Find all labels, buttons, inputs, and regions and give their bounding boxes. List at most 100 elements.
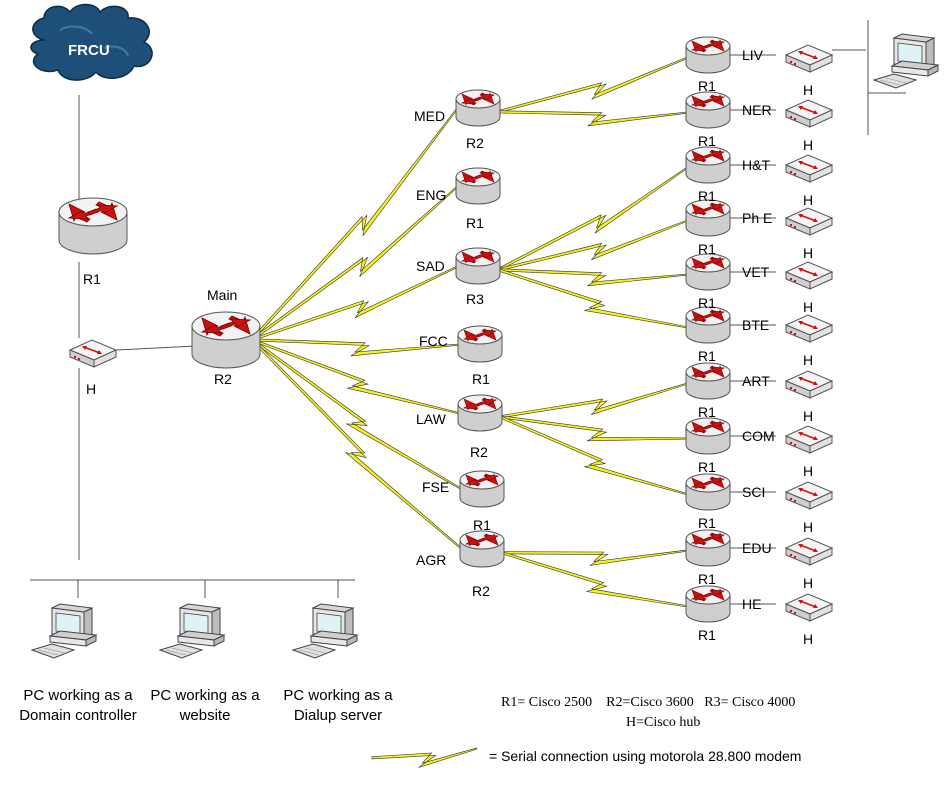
branch-hub-model: H [803, 631, 813, 647]
branch-hub-model: H [803, 352, 813, 368]
branch-hub-icon [785, 44, 833, 73]
core-hub-icon [69, 339, 117, 368]
site-model: R2 [466, 135, 484, 151]
domain-controller-pc-icon [31, 603, 97, 659]
site-name: AGR [416, 552, 446, 568]
branch-router-model: R1 [698, 348, 716, 364]
site-labels: MED R2 ENG R1 SAD R3 FCC R1 LAW R2 FSE R… [414, 108, 491, 599]
branch-hub-icon [785, 425, 833, 454]
branch-labels: LIV R1 H NER R1 H H&T R1 H Ph E R1 H VET… [698, 47, 813, 647]
site-model: R3 [466, 291, 484, 307]
branch-name: SCI [742, 484, 765, 500]
branch-name: HE [742, 596, 761, 612]
branch-hub-model: H [803, 408, 813, 424]
branch-router-icon [685, 362, 731, 400]
branch-name: ART [742, 373, 770, 389]
site-router-icon [459, 470, 505, 508]
main-router-icon [191, 311, 261, 369]
branch-router-model: R1 [698, 515, 716, 531]
core-hub-label: H [86, 381, 96, 397]
branch-name: COM [742, 428, 775, 444]
branch-name: H&T [742, 157, 770, 173]
legend-serial-sample [371, 747, 478, 768]
branch-router-model: R1 [698, 571, 716, 587]
branch-router-model: R1 [698, 188, 716, 204]
wired-links [30, 20, 906, 605]
branch-router-icon [685, 146, 731, 184]
branch-router-icon [685, 306, 731, 344]
legend-hub: H=Cisco hub [626, 715, 700, 730]
site-router-icon [457, 325, 503, 363]
site-model: R1 [472, 371, 490, 387]
pc-label-line2: Domain controller [19, 707, 137, 724]
site-to-branch-serial-link [501, 549, 689, 566]
branch-name: VET [742, 264, 770, 280]
branch-name: BTE [742, 317, 769, 333]
isp-router-label: R1 [83, 271, 101, 287]
branch-hub-icon [785, 261, 833, 290]
site-to-branch-serial-link [497, 219, 689, 272]
site-model: R1 [466, 215, 484, 231]
branch-name: Ph E [742, 210, 772, 226]
site-router-icon [459, 530, 505, 568]
branch-hub-icon [785, 370, 833, 399]
pc-label-line2: Dialup server [294, 707, 382, 724]
branch-router-icon [685, 91, 731, 129]
branch-name: LIV [742, 47, 764, 63]
branch-hub-model: H [803, 137, 813, 153]
site-name: FCC [419, 333, 448, 349]
site-to-branch-serial-link [497, 110, 689, 127]
pc-label-line1: PC working as a [283, 687, 393, 704]
site-router-icon [455, 247, 501, 285]
legend-serial: = Serial connection using motorola 28.80… [489, 748, 801, 764]
branch-router-icon [685, 199, 731, 237]
branch-hub-model: H [803, 82, 813, 98]
website-pc-icon [159, 603, 225, 659]
site-to-branch-serial-link [499, 382, 689, 419]
branch-hub-model: H [803, 575, 813, 591]
branch-router-icon [685, 585, 731, 623]
cloud-label: FRCU [68, 42, 110, 59]
branch-hub-model: H [803, 463, 813, 479]
site-to-branch-serial-link [497, 56, 689, 114]
branch-hub-icon [785, 207, 833, 236]
pc-labels: PC working as a Domain controller PC wor… [19, 687, 393, 724]
branch-hub-icon [785, 537, 833, 566]
site-model: R2 [472, 583, 490, 599]
pc-label-line1: PC working as a [23, 687, 133, 704]
site-to-branch-serial-link [496, 166, 689, 272]
main-router-model: R2 [214, 371, 232, 387]
site-to-branch-serial-link [497, 268, 689, 287]
branch-router-model: R1 [698, 295, 716, 311]
branch-name: EDU [742, 540, 772, 556]
frcu-cloud-icon [30, 3, 153, 81]
serial-links [250, 56, 690, 608]
site-router-icon [455, 89, 501, 127]
branch-name: NER [742, 102, 772, 118]
branch-hub-icon [785, 481, 833, 510]
branch-hub-icon [785, 593, 833, 622]
branch-router-icon [685, 529, 731, 567]
site-name: MED [414, 108, 445, 124]
site-name: LAW [416, 411, 447, 427]
branch-router-icon [685, 473, 731, 511]
branch-router-model: R1 [698, 627, 716, 643]
branch-hub-icon [785, 99, 833, 128]
branch-router-model: R1 [698, 78, 716, 94]
site-name: SAD [416, 258, 445, 274]
liv-pc-icon [873, 33, 939, 89]
branch-router-model: R1 [698, 133, 716, 149]
branch-hub-icon [785, 154, 833, 183]
site-name: FSE [422, 479, 449, 495]
site-router-icon [455, 167, 501, 205]
branch-router-icon [685, 253, 731, 291]
main-to-site-serial-link [251, 265, 459, 342]
main-router-name: Main [207, 287, 237, 303]
branch-hub-model: H [803, 519, 813, 535]
site-name: ENG [416, 187, 446, 203]
branch-router-icon [685, 36, 731, 74]
main-to-site-serial-link [251, 338, 462, 415]
branch-hub-model: H [803, 192, 813, 208]
branch-router-icon [685, 417, 731, 455]
branch-hub-model: H [803, 299, 813, 315]
